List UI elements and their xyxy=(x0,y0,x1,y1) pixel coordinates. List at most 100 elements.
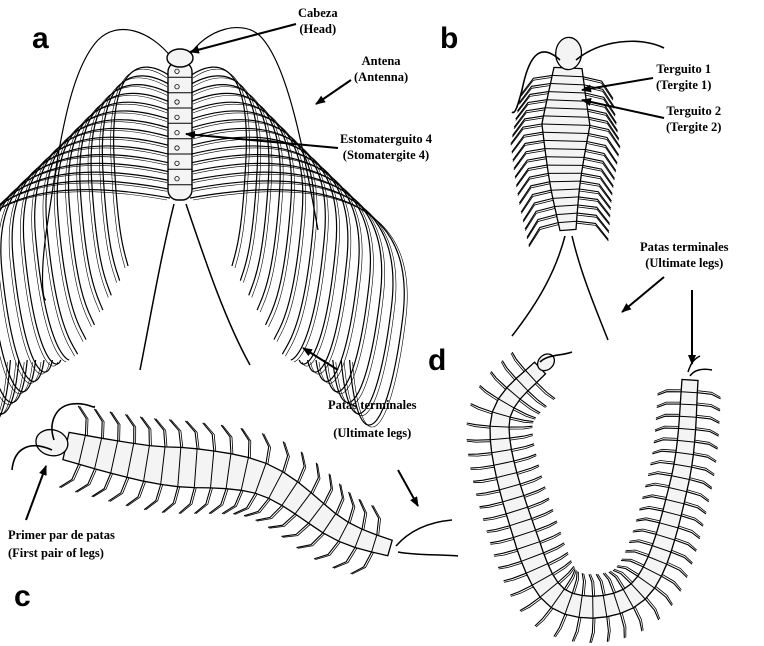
leg xyxy=(514,408,536,418)
label-ultimate-legs-bd-en: (Ultimate legs) xyxy=(640,256,729,272)
label-tergite-2-es: Terguito 2 xyxy=(666,104,721,120)
leg xyxy=(582,573,583,595)
leg-outline xyxy=(468,455,492,457)
arrow-first-pair xyxy=(26,466,46,520)
leg xyxy=(162,487,178,513)
leg-outline xyxy=(609,617,611,642)
leg xyxy=(548,553,568,564)
label-tergite-1-en: (Tergite 1) xyxy=(656,78,711,94)
label-stomatergite: Estomaterguito 4 (Stomatergite 4) xyxy=(340,132,432,163)
leg xyxy=(524,487,545,496)
leg-outline xyxy=(0,157,167,384)
centipede-b-ultimate-leg xyxy=(512,236,565,336)
centipede-b-head xyxy=(555,37,582,70)
label-first-pair-en: (First pair of legs) xyxy=(8,546,115,562)
leg-outline xyxy=(535,384,554,400)
leg xyxy=(190,163,370,391)
leg-outline xyxy=(521,477,543,486)
centipede-b-antenna xyxy=(576,41,664,60)
leg xyxy=(510,585,532,595)
leg-outline xyxy=(512,134,543,153)
leg-outline xyxy=(584,573,586,595)
leg xyxy=(233,493,255,514)
panel-label-b: b xyxy=(440,24,458,54)
leg xyxy=(540,532,561,542)
leg xyxy=(510,434,533,438)
leg-outline xyxy=(325,475,333,505)
leg-outline xyxy=(527,217,556,239)
label-antenna: Antena (Antenna) xyxy=(354,54,408,85)
arrow-ultimate-a xyxy=(303,348,338,370)
head xyxy=(167,49,193,67)
panel-label-c: c xyxy=(14,582,31,612)
ultimate-leg xyxy=(140,204,174,370)
label-antenna-en: (Antenna) xyxy=(354,70,408,86)
leg xyxy=(536,521,557,530)
centipede-b xyxy=(511,37,664,340)
label-stomatergite-es: Estomaterguito 4 xyxy=(340,132,432,148)
leg-outline xyxy=(574,618,581,642)
leg xyxy=(190,190,404,425)
label-first-pair: Primer par de patas (First pair of legs) xyxy=(8,528,115,561)
leg xyxy=(697,393,720,399)
arrow-ultimate-c xyxy=(398,470,418,506)
leg-outline xyxy=(553,562,572,576)
leg xyxy=(169,420,181,448)
leg xyxy=(544,543,565,553)
leg xyxy=(625,552,648,557)
leg-outline xyxy=(549,554,569,566)
leg xyxy=(532,510,553,519)
leg xyxy=(520,597,540,611)
label-first-pair-es: Primer par de patas xyxy=(8,528,115,544)
leg xyxy=(283,442,288,472)
leg xyxy=(661,576,680,591)
leg xyxy=(520,399,540,413)
leg xyxy=(554,614,565,636)
leg xyxy=(311,463,318,493)
panel-label-a: a xyxy=(32,24,49,54)
segment-line xyxy=(550,181,581,182)
leg xyxy=(502,361,516,379)
label-ultimate-legs-a: Patas terminales (Ultimate legs) xyxy=(328,398,417,441)
leg-outline xyxy=(514,456,536,463)
label-ultimate-legs-bd-es: Patas terminales xyxy=(640,240,729,256)
arrow-tergite-1 xyxy=(582,78,653,90)
centipede-a xyxy=(0,28,407,428)
label-head-es: Cabeza xyxy=(298,6,338,22)
centipede-c-ultimate-leg xyxy=(398,552,458,556)
label-ultimate-legs-bd: Patas terminales (Ultimate legs) xyxy=(640,240,729,271)
arrow-antenna xyxy=(316,80,351,104)
label-stomatergite-en: (Stomatergite 4) xyxy=(340,148,432,164)
body xyxy=(168,62,192,200)
leg xyxy=(512,352,525,370)
leg xyxy=(607,617,609,642)
leg-outline xyxy=(479,387,497,401)
leg xyxy=(509,426,533,427)
leg xyxy=(655,588,672,606)
leg xyxy=(650,463,674,465)
leg-outline xyxy=(517,466,539,474)
label-head: Cabeza (Head) xyxy=(298,6,338,37)
leg xyxy=(324,474,332,504)
leg xyxy=(480,385,499,398)
leg-outline xyxy=(490,373,505,390)
leg-outline xyxy=(470,405,492,414)
leg xyxy=(645,599,658,620)
arrow-tergite-2 xyxy=(582,100,664,118)
leg xyxy=(564,569,575,589)
leg xyxy=(642,497,666,500)
leg xyxy=(348,492,353,522)
leg xyxy=(535,608,551,626)
leg-outline xyxy=(504,575,527,582)
leg-outline xyxy=(499,563,522,569)
label-ultimate-legs-a-es: Patas terminales xyxy=(328,398,417,414)
leg xyxy=(491,372,507,388)
centipede-d xyxy=(467,351,721,643)
leg xyxy=(528,498,549,507)
leg xyxy=(645,485,669,488)
leg-outline xyxy=(536,609,553,627)
leg-outline xyxy=(501,362,514,380)
leg xyxy=(697,405,720,411)
leg-outline xyxy=(509,428,533,430)
leg-outline xyxy=(521,599,542,612)
